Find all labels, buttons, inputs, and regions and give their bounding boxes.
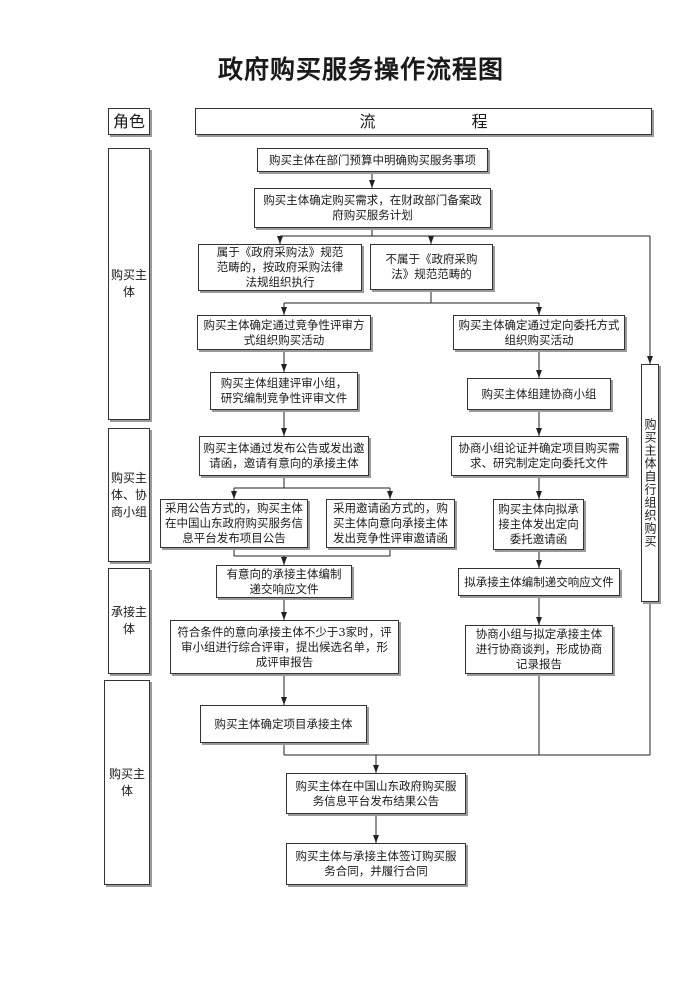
role-purchaser-1: 购买主体 bbox=[108, 148, 150, 420]
step-line: 购买主体确定购买需求，在财政部门备案政 bbox=[263, 193, 482, 207]
step-invitation-method: 采用邀请函方式的，购 买主体向意向承接主体 发出竞争性评审邀请函 bbox=[326, 499, 455, 548]
role-purchaser-negotiation-team: 购买主体、协商小组 bbox=[108, 428, 150, 562]
step-competitive-review-method: 购买主体确定通过竞争性评审方 式组织购买活动 bbox=[197, 315, 371, 350]
step-line: 息平台发布项目公告 bbox=[182, 531, 286, 545]
step-line: 成评审报告 bbox=[255, 654, 314, 669]
step-determine-contractor: 购买主体确定项目承接主体 bbox=[200, 705, 367, 743]
step-publish-result: 购买主体在中国山东政府购买服 务信息平台发布结果公告 bbox=[286, 773, 466, 814]
step-procurement-law-not-applies: 不属于《政府采购 法》规范范畴的 bbox=[370, 244, 493, 290]
line-s9-split bbox=[234, 476, 390, 489]
step-line: 属于《政府采购法》规范 bbox=[216, 245, 344, 259]
step-self-organized-purchase: 购买主体自行组织购买 bbox=[641, 364, 659, 602]
step-comprehensive-review: 符合条件的意向承接主体不少于3家时，评 审小组进行综合评审，提出候选名单，形 成… bbox=[170, 620, 399, 674]
step-line: 不属于《政府采购 bbox=[385, 252, 478, 266]
step-line: 采用公告方式的，购买主体 bbox=[165, 501, 303, 515]
step-line: 购买主体确定项目承接主体 bbox=[214, 716, 353, 731]
step-line: 求、研究制定定向委托文件 bbox=[470, 456, 608, 470]
step-line: 协商小组与拟定承接主体 bbox=[475, 627, 603, 641]
step-send-directed-invitation: 购买主体向拟承 接主体发出定向 委托邀请函 bbox=[493, 499, 584, 550]
step-line: 式组织购买活动 bbox=[243, 332, 325, 347]
step-line: 协商小组论证并确定项目购买需 bbox=[458, 441, 620, 455]
step-line: 购买主体确定通过竞争性评审方 bbox=[203, 317, 365, 332]
step-negotiation-talks: 协商小组与拟定承接主体 进行协商谈判，形成协商 记录报告 bbox=[465, 625, 613, 674]
header-role-label: 角色 bbox=[112, 112, 145, 131]
step-line: 在中国山东政府购买服务信 bbox=[165, 516, 303, 530]
step-line: 记录报告 bbox=[516, 657, 562, 671]
step-line: 进行协商谈判，形成协商 bbox=[475, 642, 603, 656]
step-line: 递交响应文件 bbox=[249, 581, 319, 596]
step-line: 研究编制竞争性评审文件 bbox=[220, 391, 348, 405]
line-s4-split bbox=[284, 290, 539, 304]
step-announcement-method: 采用公告方式的，购买主体 在中国山东政府购买服务信 息平台发布项目公告 bbox=[160, 499, 308, 548]
role-label: 购买主体、协商小组 bbox=[110, 470, 147, 519]
step-line: 购买主体组建评审小组， bbox=[220, 376, 348, 390]
step-form-review-team: 购买主体组建评审小组， 研究编制竞争性评审文件 bbox=[210, 372, 358, 410]
step-line: 法规组织执行 bbox=[245, 275, 315, 289]
role-contractor: 承接主体 bbox=[108, 568, 150, 674]
page-title: 政府购买服务操作流程图 bbox=[217, 55, 504, 84]
step-define-service-item: 购买主体在部门预算中明确购买服务事项 bbox=[257, 148, 488, 172]
step-line: 采用邀请函方式的，购 bbox=[333, 501, 448, 515]
step-line: 购买主体在部门预算中明确购买服务事项 bbox=[269, 152, 476, 167]
line-s11-s12-merge bbox=[233, 548, 391, 557]
line-final-merge bbox=[283, 602, 651, 756]
step-line: 府购买服务计划 bbox=[332, 208, 413, 222]
step-line: 拟承接主体编制递交响应文件 bbox=[464, 574, 614, 589]
step-line: 审小组进行综合评审，提出候选名单，形 bbox=[181, 639, 388, 654]
step-line: 符合条件的意向承接主体不少于3家时，评 bbox=[177, 624, 392, 639]
step-negotiation-team-demonstrate: 协商小组论证并确定项目购买需 求、研究制定定向委托文件 bbox=[451, 436, 627, 476]
step-line: 购买主体与承接主体签订购买服 bbox=[295, 849, 457, 863]
header-flow-label: 流程 bbox=[359, 112, 584, 131]
step-procurement-law-applies: 属于《政府采购法》规范 范畴的，按政府采购法律 法规组织执行 bbox=[198, 244, 362, 291]
step-line: 购买主体确定通过定向委托方式 bbox=[458, 317, 620, 332]
step-line: 买主体向意向承接主体 bbox=[333, 516, 448, 530]
role-label: 购买主体 bbox=[108, 766, 145, 798]
step-bidders-submit-response: 有意向的承接主体编制 递交响应文件 bbox=[216, 565, 352, 598]
step-line: 购买主体组建协商小组 bbox=[481, 386, 597, 401]
step-line: 委托邀请函 bbox=[509, 532, 568, 546]
line-s2-split bbox=[280, 228, 650, 237]
step-sign-contract: 购买主体与承接主体签订购买服 务合同，并履行合同 bbox=[286, 843, 466, 885]
header-role-cell: 角色 bbox=[108, 108, 150, 135]
step-publish-announcement-or-invite: 购买主体通过发布公告或发出邀 请函，邀请有意向的承接主体 bbox=[199, 436, 369, 476]
side-box-label: 购买主体自行组织购买 bbox=[643, 418, 657, 548]
step-determine-demand: 购买主体确定购买需求，在财政部门备案政 府购买服务计划 bbox=[254, 188, 491, 228]
step-line: 购买主体通过发布公告或发出邀 bbox=[203, 441, 365, 455]
step-line: 发出竞争性评审邀请函 bbox=[333, 531, 448, 545]
step-line: 范畴的，按政府采购法律 bbox=[216, 260, 344, 274]
role-label: 承接主体 bbox=[110, 605, 147, 636]
step-line: 请函，邀请有意向的承接主体 bbox=[209, 456, 359, 470]
step-line: 有意向的承接主体编制 bbox=[226, 566, 342, 581]
step-line: 购买主体在中国山东政府购买服 bbox=[295, 778, 457, 793]
header-flow-cell: 流程 bbox=[195, 108, 652, 135]
step-line: 法》规范范畴的 bbox=[391, 267, 472, 281]
step-line: 组织购买活动 bbox=[504, 332, 574, 347]
step-form-negotiation-team: 购买主体组建协商小组 bbox=[467, 378, 611, 410]
role-label: 购买主体 bbox=[110, 268, 147, 299]
step-line: 接主体发出定向 bbox=[498, 517, 579, 531]
step-line: 购买主体向拟承 bbox=[498, 502, 579, 516]
step-line: 务合同，并履行合同 bbox=[324, 864, 428, 878]
step-line: 务信息平台发布结果公告 bbox=[312, 793, 440, 808]
step-directed-commission-method: 购买主体确定通过定向委托方式 组织购买活动 bbox=[453, 315, 625, 350]
role-purchaser-2: 购买主体 bbox=[104, 680, 150, 885]
step-proposed-contractor-submit: 拟承接主体编制递交响应文件 bbox=[458, 568, 620, 596]
